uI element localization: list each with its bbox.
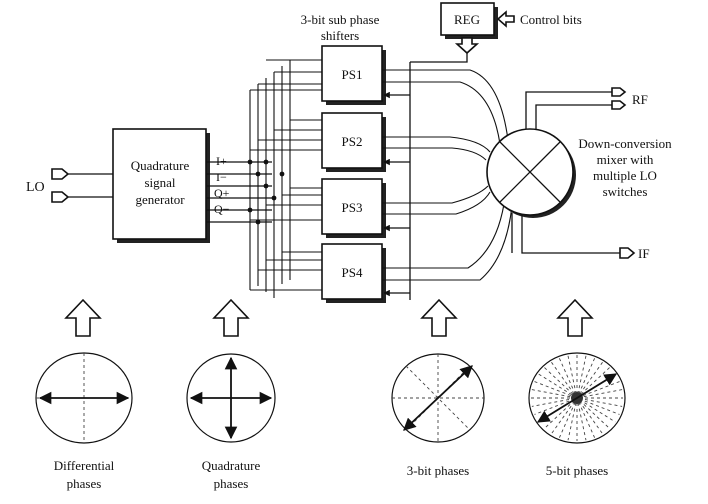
ps4-label: PS4 bbox=[342, 265, 363, 280]
quad-gen-line2: signal bbox=[144, 175, 175, 190]
up-arrows bbox=[64, 298, 594, 337]
lo-label: LO bbox=[26, 180, 45, 195]
if-port: IF bbox=[511, 213, 650, 261]
three-bit-phase-diagram: 3-bit phases bbox=[391, 353, 485, 478]
lo-input: LO bbox=[26, 168, 114, 203]
signal-q-plus: Q+ bbox=[214, 186, 230, 200]
mixer-line2: mixer with bbox=[597, 152, 654, 167]
ps2-label: PS2 bbox=[342, 134, 363, 149]
quadrature-phase-diagram: Quadrature phases bbox=[186, 353, 276, 491]
reg-label: REG bbox=[454, 12, 480, 27]
control-bits-label: Control bits bbox=[520, 12, 582, 27]
mixer-line3: multiple LO bbox=[593, 168, 657, 183]
mixer-line1: Down-conversion bbox=[578, 136, 672, 151]
rf-label: RF bbox=[632, 92, 648, 107]
signal-i-minus: I− bbox=[216, 170, 227, 184]
sub-shifters-line1: 3-bit sub phase bbox=[301, 12, 380, 27]
five-bit-phase-diagram: 5-bit phases bbox=[528, 352, 626, 478]
diff-caption-2: phases bbox=[67, 476, 102, 491]
signal-q-minus: Q− bbox=[214, 202, 230, 216]
if-label: IF bbox=[638, 246, 650, 261]
mixer: Down-conversion mixer with multiple LO s… bbox=[486, 128, 672, 218]
quadrature-generator: Quadrature signal generator bbox=[112, 128, 210, 243]
diff-caption-1: Differential bbox=[54, 458, 115, 473]
three-bit-caption: 3-bit phases bbox=[407, 463, 469, 478]
quad-gen-line1: Quadrature bbox=[131, 158, 190, 173]
ps1-label: PS1 bbox=[342, 67, 363, 82]
register-block: REG Control bits bbox=[410, 2, 582, 63]
signal-i-plus: I+ bbox=[216, 154, 227, 168]
quadrature-bus: I+ I− Q+ Q− bbox=[206, 60, 291, 298]
mixer-line4: switches bbox=[603, 184, 648, 199]
quad-gen-line3: generator bbox=[135, 192, 185, 207]
ps-to-mixer bbox=[382, 69, 513, 281]
five-bit-caption: 5-bit phases bbox=[546, 463, 608, 478]
rf-port: RF bbox=[525, 87, 648, 130]
quad-caption-1: Quadrature bbox=[202, 458, 261, 473]
sub-shifters-line2: shifters bbox=[321, 28, 359, 43]
quad-caption-2: phases bbox=[214, 476, 249, 491]
phase-shifters: PS1 PS2 PS3 PS4 bbox=[250, 45, 411, 303]
differential-phase-diagram: Differential phases bbox=[35, 352, 133, 491]
ps3-label: PS3 bbox=[342, 200, 363, 215]
